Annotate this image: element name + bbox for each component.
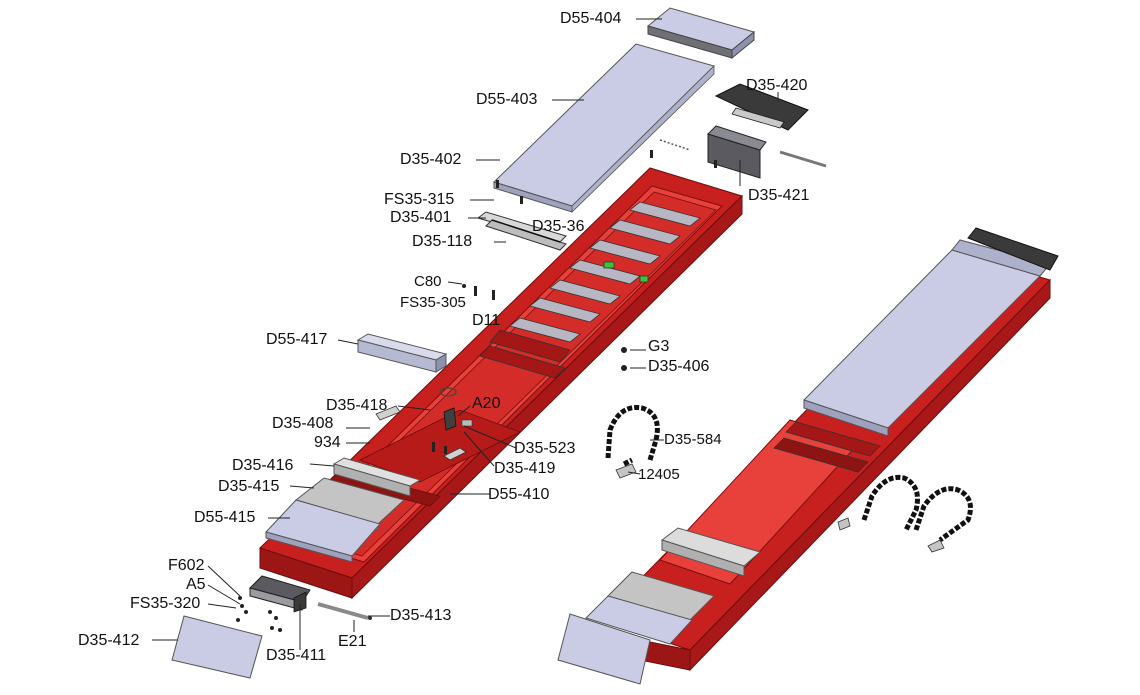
label-d35-418: D35-418 — [326, 397, 388, 414]
right-top-covers — [803, 239, 1051, 437]
part-d35-401-118 — [476, 211, 567, 251]
label-f602: F602 — [168, 557, 205, 574]
label-fs35-320: FS35-320 — [130, 595, 201, 612]
label-934: 934 — [314, 434, 341, 451]
label-d35-416: D35-416 — [232, 457, 294, 474]
part-d55-417 — [356, 333, 448, 373]
label-d35-411: D35-411 — [266, 647, 327, 664]
part-d35-416 — [332, 457, 422, 497]
label-fs35-315: FS35-315 — [384, 191, 455, 208]
part-d35-584 — [605, 404, 660, 467]
part-d55-403 — [493, 43, 715, 213]
label-d35-412: D35-412 — [78, 632, 140, 649]
label-d11x: D11 — [472, 312, 501, 329]
part-d35-411 — [249, 575, 311, 613]
label-d55-415: D55-415 — [194, 509, 256, 526]
label-d55-403: D55-403 — [476, 91, 538, 108]
part-rod-d35-420-area — [659, 139, 827, 168]
label-d55-410: D55-410 — [488, 486, 550, 503]
label-d35-36x: D35-36 — [532, 218, 585, 235]
part-d55-404 — [646, 7, 756, 60]
left-center-cluster — [375, 387, 473, 461]
right-end-bracket — [967, 227, 1059, 271]
label-d35-402: D35-402 — [400, 151, 462, 168]
label-d35-420: D35-420 — [746, 77, 808, 94]
label-d35-406: D35-406 — [648, 358, 710, 375]
label-d55-417: D55-417 — [266, 331, 328, 348]
label-a20: A20 — [472, 395, 501, 412]
part-12405 — [615, 463, 637, 479]
part-d55-415 — [265, 499, 381, 563]
label-d35-415: D35-415 — [218, 478, 280, 495]
label-a5: A5 — [186, 576, 206, 593]
left-cross-members — [479, 201, 701, 379]
label-d35-584: D35-584 — [664, 431, 722, 448]
label-d35-408: D35-408 — [272, 415, 334, 432]
right-chain-brackets — [837, 517, 945, 553]
left-small-hardware — [432, 150, 717, 454]
label-d35-118: D35-118 — [412, 233, 473, 250]
part-d35-421 — [707, 125, 767, 179]
bottom-fasteners — [236, 596, 282, 632]
label-d35-421: D35-421 — [748, 187, 810, 204]
part-d35-413 — [317, 602, 372, 620]
label-c80: C80 — [414, 273, 442, 290]
label-g3: G3 — [648, 338, 670, 355]
label-fs35-305: FS35-305 — [400, 294, 466, 311]
right-lower-plates — [557, 527, 762, 685]
label-d35-413: D35-413 — [390, 607, 452, 624]
label-d35-523: D35-523 — [514, 440, 576, 457]
label-e21: E21 — [338, 633, 367, 650]
leader-lines — [152, 18, 779, 650]
label-d55-404: D55-404 — [560, 10, 622, 27]
right-cable-chains — [861, 474, 973, 543]
right-cross-members — [773, 421, 881, 473]
label-12405: 12405 — [638, 466, 680, 483]
label-d35-419: D35-419 — [494, 460, 556, 477]
part-d35-412 — [171, 615, 263, 679]
label-d35-401: D35-401 — [390, 209, 452, 226]
part-d35-420 — [714, 83, 809, 131]
